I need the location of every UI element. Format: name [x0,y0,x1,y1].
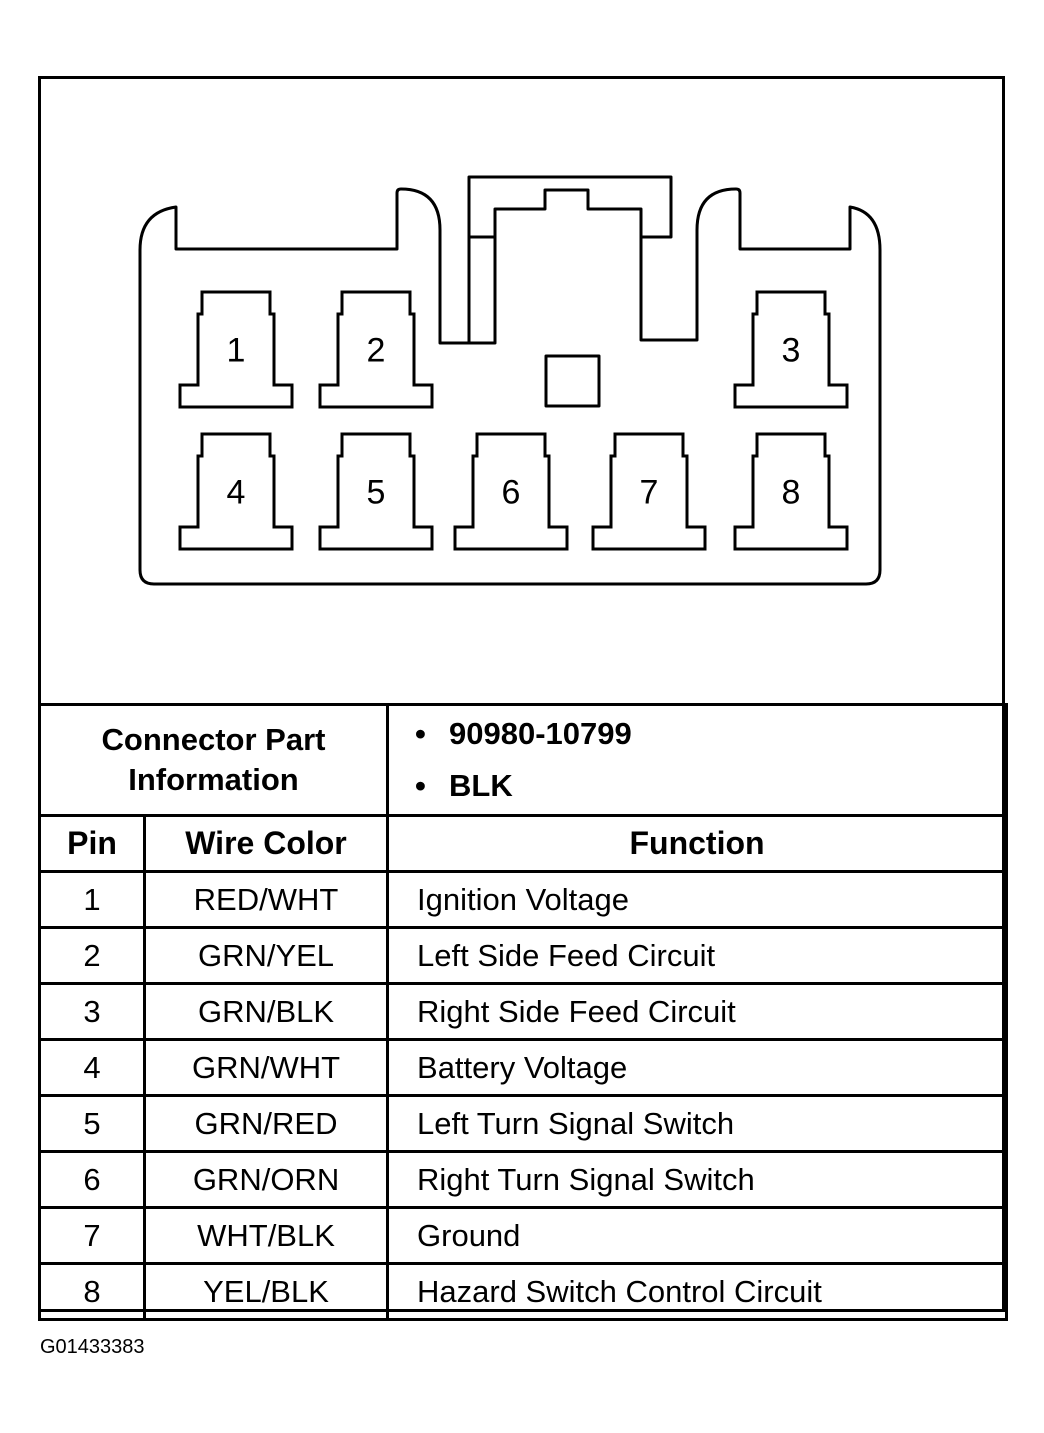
pin-number-label: 4 [227,474,246,512]
table-row: 3 GRN/BLK Right Side Feed Circuit [38,982,1009,1041]
function-cell: Ground [386,1206,1009,1265]
pin-cell: 4 [38,1038,146,1097]
pin-number-label: 3 [782,332,801,370]
pin-number-label: 8 [782,474,801,512]
pin-cavity [178,290,294,409]
pin-cell: 3 [38,982,146,1041]
part-number: 90980-10799 [449,708,1005,760]
pin-cell: 7 [38,1206,146,1265]
pin-cavity [733,290,849,409]
pin-cell: 6 [38,1150,146,1209]
pin-cavity [591,432,707,551]
wire-color-cell: GRN/ORN [142,1150,390,1209]
wire-color-cell: GRN/WHT [142,1038,390,1097]
pin-cell: 8 [38,1262,146,1321]
table-row: 1 RED/WHT Ignition Voltage [38,870,1009,929]
wire-color-cell: YEL/BLK [142,1262,390,1321]
table-header: Pin Wire Color Function [38,814,1009,873]
pin-cell: 2 [38,926,146,985]
connector-info-values: 90980-10799 BLK [386,703,1009,817]
pin-table: Connector Part Information 90980-10799 B… [37,703,1009,1321]
pin-cavity [318,290,434,409]
connector-housing [138,187,882,586]
pin-cavity [318,432,434,551]
function-cell: Right Turn Signal Switch [386,1150,1009,1209]
pin-number-label: 6 [502,474,521,512]
table-row: 8 YEL/BLK Hazard Switch Control Circuit [38,1262,1009,1321]
pin-number-label: 2 [367,332,386,370]
table-row: 4 GRN/WHT Battery Voltage [38,1038,1009,1097]
wire-color-cell: GRN/RED [142,1094,390,1153]
connector-latch [467,175,673,343]
wire-color-cell: WHT/BLK [142,1206,390,1265]
connector-info-row: Connector Part Information 90980-10799 B… [37,703,1009,817]
function-cell: Left Side Feed Circuit [386,926,1009,985]
function-cell: Left Turn Signal Switch [386,1094,1009,1153]
connector-color: BLK [449,760,1005,812]
function-cell: Ignition Voltage [386,870,1009,929]
function-cell: Battery Voltage [386,1038,1009,1097]
pin-number-label: 1 [227,332,246,370]
pin-cell: 1 [38,870,146,929]
header-wire-color: Wire Color [142,814,390,873]
pin-number-label: 7 [640,474,659,512]
pin-cavity [733,432,849,551]
header-function: Function [386,814,1009,873]
table-row: 6 GRN/ORN Right Turn Signal Switch [38,1150,1009,1209]
wire-color-cell: GRN/BLK [142,982,390,1041]
pin-cavity [178,432,294,551]
connector-info-label: Connector Part Information [37,703,390,817]
connector-diagram: 1 2 3 4 5 6 7 8 [138,175,882,586]
header-pin: Pin [38,814,146,873]
function-cell: Hazard Switch Control Circuit [386,1262,1009,1321]
wire-color-cell: GRN/YEL [142,926,390,985]
pin-cavity [453,432,569,551]
figure-id: G01433383 [40,1336,145,1358]
pin-cell: 5 [38,1094,146,1153]
wire-color-cell: RED/WHT [142,870,390,929]
table-row: 2 GRN/YEL Left Side Feed Circuit [38,926,1009,985]
pin-number-label: 5 [367,474,386,512]
table-row: 5 GRN/RED Left Turn Signal Switch [38,1094,1009,1153]
table-row: 7 WHT/BLK Ground [38,1206,1009,1265]
function-cell: Right Side Feed Circuit [386,982,1009,1041]
connector-key [544,354,601,408]
